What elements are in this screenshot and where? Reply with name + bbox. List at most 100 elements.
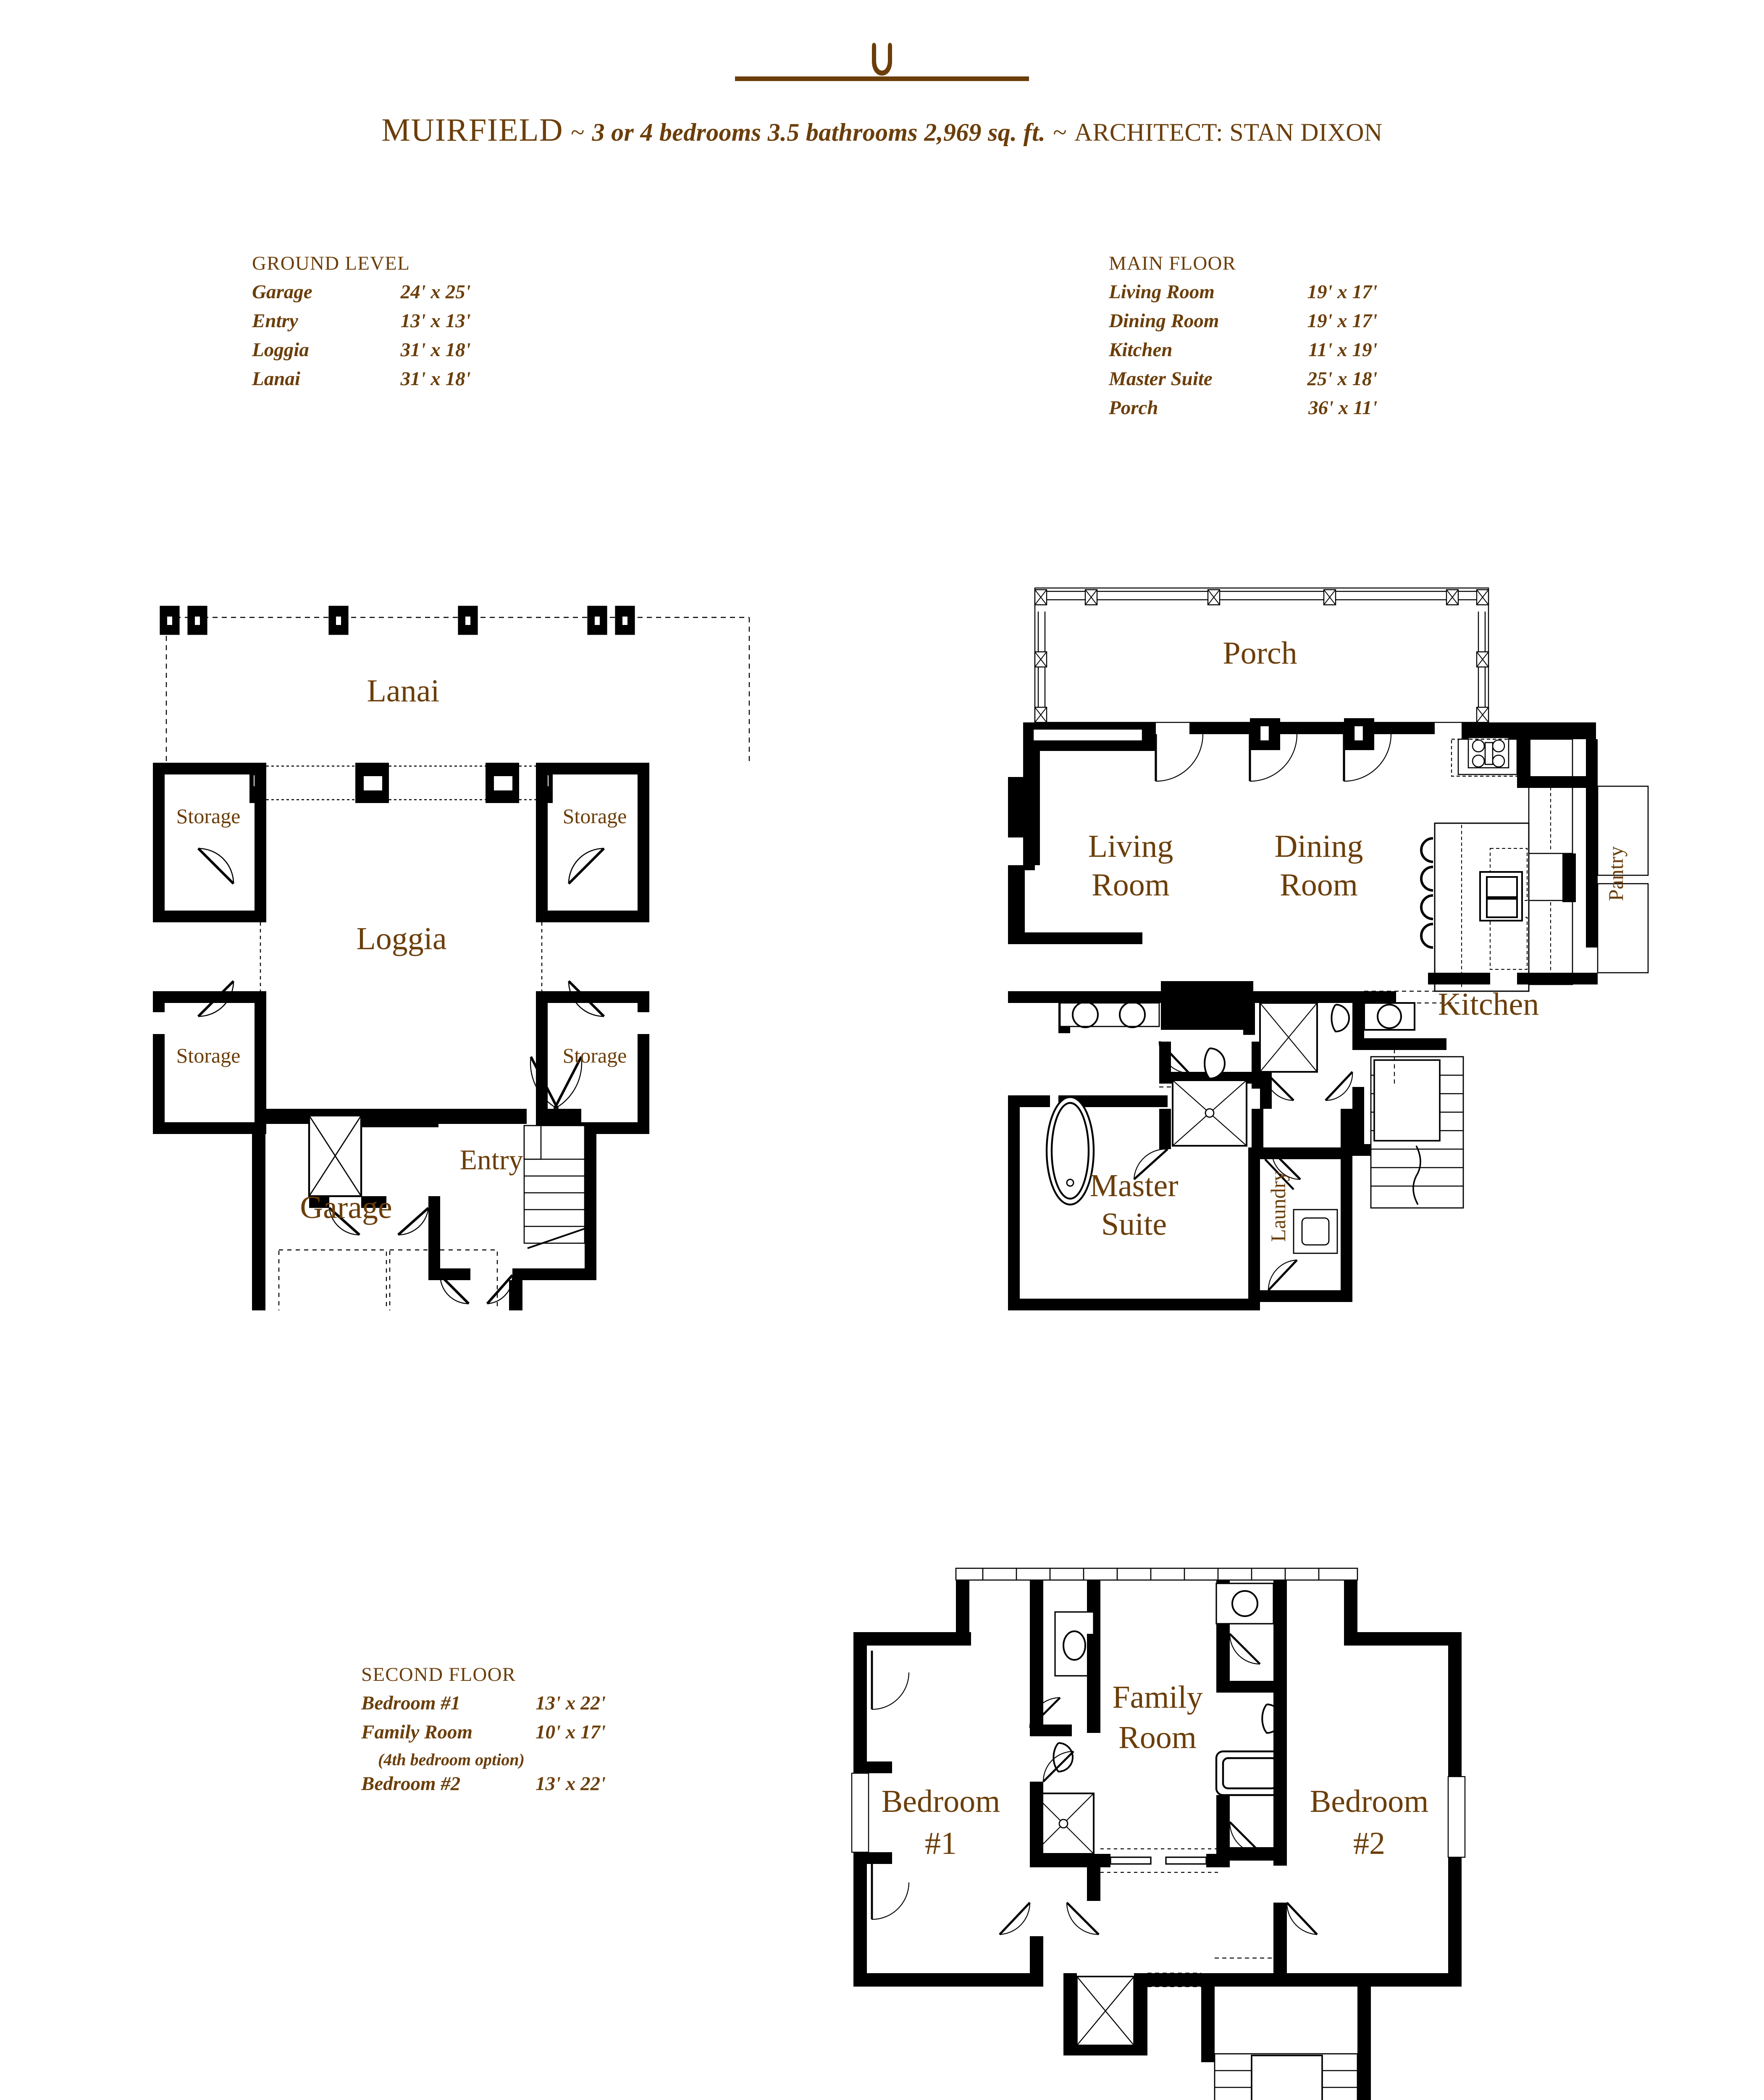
room-label-kitchen: Kitchen: [1438, 987, 1539, 1022]
room-label-master-line2: Suite: [1101, 1207, 1167, 1242]
room-label-living-room-line2: Room: [1092, 867, 1170, 903]
schedule-heading-ground: GROUND LEVEL: [252, 252, 410, 274]
second-perimeter-walls: [853, 1580, 1462, 1987]
main-floor-plan: Porch Living Room Dining Room Kitchen Pa…: [1008, 571, 1663, 1310]
table-row: Master Suite 25' x 18': [1109, 369, 1378, 398]
main-west-wall: [1008, 777, 1142, 944]
table-row: Loggia 31' x 18': [252, 340, 471, 369]
room-label-garage: Garage: [300, 1190, 392, 1225]
entry-walls: [252, 1116, 596, 1310]
room-label-master-line1: Master: [1089, 1168, 1178, 1203]
bath-right-fixtures: [1215, 1583, 1285, 1796]
table-row: (4th bedroom option): [361, 1751, 606, 1774]
laundry-fixtures: [1293, 1209, 1338, 1254]
horseshoe-icon: [872, 43, 892, 76]
elevator-shaft-ground: [308, 1114, 362, 1197]
master-windows: [1008, 1132, 1020, 1267]
bath-left-doors: [1029, 1697, 1074, 1782]
room-label-dining-room-line1: Dining: [1274, 829, 1363, 864]
lanai-columns: [160, 606, 635, 635]
plan-summary: 3 or 4 bedrooms 3.5 bathrooms 2,969 sq. …: [592, 118, 1046, 146]
porch-french-doors: [1155, 734, 1392, 782]
ground-level-floor-plan: Lanai Loggia Storage Storage Storage Sto…: [151, 571, 764, 1310]
schedule-heading-main: MAIN FLOOR: [1109, 252, 1236, 274]
room-label-family-room-line1: Family: [1112, 1680, 1202, 1715]
page-title: MUIRFIELD ~3 or 4 bedrooms 3.5 bathrooms …: [0, 111, 1764, 149]
title-separator-right: ~: [1053, 118, 1067, 146]
room-dimension: 13' x 22': [536, 1773, 606, 1795]
screened-porch: [1034, 587, 1489, 723]
loggia-north-wall: [153, 763, 649, 803]
second-stairs: [1214, 2053, 1358, 2100]
room-label-storage-nw: Storage: [176, 804, 241, 828]
bedroom-option-note: (4th bedroom option): [378, 1750, 525, 1769]
schedule-ground-level: GROUND LEVEL Garage 24' x 25' Entry 13' …: [252, 252, 471, 398]
room-label-storage-se: Storage: [563, 1044, 627, 1067]
room-name: Bedroom #2: [361, 1773, 461, 1795]
room-name: Lanai: [252, 368, 300, 390]
lanai-outline: [165, 617, 750, 764]
room-dimension: 36' x 11': [1308, 397, 1378, 419]
room-label-storage-sw: Storage: [176, 1044, 241, 1067]
schedule-table-main: Living Room 19' x 17' Dining Room 19' x …: [1109, 282, 1378, 427]
plan-name: MUIRFIELD: [381, 112, 564, 148]
main-hidden-lines: [1159, 990, 1462, 1088]
schedule-table-ground: Garage 24' x 25' Entry 13' x 13' Loggia …: [252, 282, 471, 398]
master-bath-fixtures: [1045, 1001, 1415, 1206]
room-dimension: 31' x 18': [400, 339, 471, 361]
storage-doors: [197, 847, 605, 1018]
bedroom2-windows: [1447, 1776, 1466, 1858]
room-name: Living Room: [1109, 281, 1215, 303]
second-hall-walls: [1147, 1973, 1371, 2100]
bath-right-walls: [1216, 1624, 1287, 1866]
room-label-porch: Porch: [1223, 635, 1297, 671]
master-doors: [1133, 1041, 1353, 1291]
room-name: Entry: [252, 310, 298, 332]
room-name: Kitchen: [1109, 339, 1173, 361]
living-window: [1032, 725, 1364, 742]
storage-openings: [151, 941, 652, 1034]
schedule-heading-second: SECOND FLOOR: [361, 1664, 516, 1685]
architect-credit: ARCHITECT: STAN DIXON: [1074, 118, 1383, 146]
schedule-table-second: Bedroom #1 13' x 22' Family Room 10' x 1…: [361, 1693, 606, 1803]
room-dimension: 10' x 17': [536, 1721, 606, 1743]
room-label-dining-room-line2: Room: [1280, 867, 1358, 903]
room-label-bedroom1-line1: Bedroom: [882, 1784, 1000, 1819]
second-floor-plan: Bedroom #1 Family Room Bedroom #2: [806, 1533, 1487, 2100]
entry-stairs: [523, 1125, 592, 1249]
room-dimension: 25' x 18': [1307, 368, 1378, 390]
table-row: Garage 24' x 25': [252, 282, 471, 311]
room-name: Loggia: [252, 339, 309, 361]
bedroom1-closet-walls: [853, 1761, 892, 1864]
room-name: Dining Room: [1109, 310, 1219, 332]
room-label-laundry: Laundry: [1266, 1171, 1290, 1242]
table-row: Bedroom #2 13' x 22': [361, 1774, 606, 1803]
schedule-second-floor: SECOND FLOOR Bedroom #1 13' x 22' Family…: [361, 1663, 606, 1803]
table-row: Living Room 19' x 17': [1109, 282, 1378, 311]
main-stairs: [1370, 1056, 1464, 1209]
garage-parking-bays: [278, 1249, 498, 1310]
room-dimension: 11' x 19': [1308, 339, 1378, 361]
room-label-bedroom2-line2: #2: [1353, 1826, 1385, 1861]
header-ornament: [0, 42, 1764, 81]
schedule-main-floor: MAIN FLOOR Living Room 19' x 17' Dining …: [1109, 252, 1378, 427]
bedroom-entry-doors: [999, 1902, 1318, 1935]
room-name: Bedroom #1: [361, 1692, 461, 1714]
room-label-living-room-line1: Living: [1088, 829, 1173, 864]
room-label-bedroom1-line2: #1: [925, 1826, 957, 1861]
room-label-loggia: Loggia: [356, 921, 446, 956]
room-name: Family Room: [361, 1721, 473, 1743]
family-room-pocket-doors: [1087, 1848, 1230, 1873]
loggia-entry-doors: [530, 1056, 583, 1110]
bedroom1-closet-doors: [871, 1651, 910, 1920]
table-row: Family Room 10' x 17': [361, 1722, 606, 1751]
room-label-storage-ne: Storage: [563, 804, 627, 828]
elevator-shaft-second: [1063, 1973, 1147, 2055]
room-name: Master Suite: [1109, 368, 1213, 390]
table-row: Dining Room 19' x 17': [1109, 311, 1378, 340]
room-name: Garage: [252, 281, 312, 303]
room-dimension: 13' x 22': [536, 1692, 606, 1714]
room-label-family-room-line2: Room: [1118, 1720, 1197, 1755]
bath-right-doors: [1229, 1633, 1263, 1855]
